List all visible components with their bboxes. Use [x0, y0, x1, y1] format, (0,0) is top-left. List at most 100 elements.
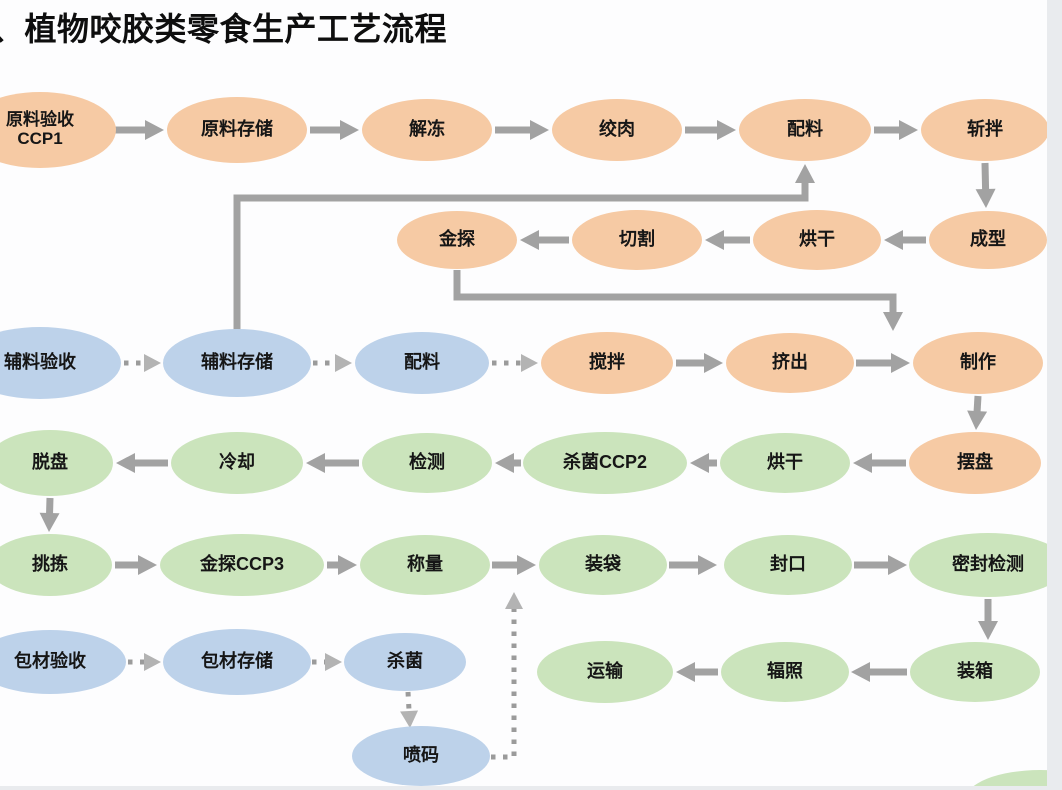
node-baocai-yanshou: 包材验收 — [0, 630, 126, 694]
node-jiedong: 解冻 — [362, 99, 492, 161]
node-label: 辐照 — [767, 661, 803, 682]
node-label: 装箱 — [957, 661, 993, 682]
arrowhead-qiege-to-jintan-1 — [520, 230, 539, 250]
node-honggan-1: 烘干 — [753, 210, 881, 270]
node-tiaojian: 挑拣 — [0, 534, 112, 596]
node-label: 包材存储 — [201, 651, 273, 672]
node-label: 辅料验收 — [4, 352, 76, 373]
edge-zhizuo-to-baipan — [973, 395, 982, 414]
node-zhuangxiang: 装箱 — [910, 642, 1040, 702]
arrowhead-shajun-ccp2-to-jiance — [495, 453, 514, 473]
node-label: 摆盘 — [957, 452, 993, 473]
arrowhead-fengkou-to-mifeng-jiance — [888, 555, 907, 575]
arrowhead-fuliao-cunchu-to-peiliao-1 — [795, 164, 815, 183]
node-label: 解冻 — [409, 119, 445, 140]
arrowhead-jiedong-to-jiaorou — [530, 120, 549, 140]
node-label: 杀菌CCP2 — [562, 452, 647, 473]
arrowhead-peiliao-2-to-jiaoban — [521, 354, 538, 372]
edge-shajun-2-to-penma — [405, 691, 412, 714]
node-zhanban: 斩拌 — [921, 99, 1047, 161]
node-shajun-ccp2: 杀菌CCP2 — [523, 432, 687, 494]
edge-jintan-1-to-zhizuo — [453, 270, 897, 314]
edge-tuopan-to-tiaojian — [46, 497, 54, 516]
arrowhead-fuzhao-to-yunshu — [676, 662, 695, 682]
node-jiaorou: 绞肉 — [552, 99, 682, 161]
node-yunshu: 运输 — [537, 641, 673, 703]
node-zhuangdai: 装袋 — [539, 535, 667, 595]
node-label: 挤出 — [772, 352, 808, 373]
arrowhead-chengxing-to-honggan-1 — [884, 230, 903, 250]
node-baipan: 摆盘 — [909, 432, 1041, 494]
arrowhead-jiaorou-to-peiliao-1 — [717, 120, 736, 140]
node-label: 密封检测 — [952, 554, 1024, 575]
arrowhead-shajun-2-to-penma — [400, 710, 419, 728]
node-jiaoban: 搅拌 — [541, 332, 673, 394]
node-lengque: 冷却 — [171, 432, 303, 494]
node-peiliao-1: 配料 — [739, 99, 871, 161]
arrowhead-peiliao-1-to-zhanban — [899, 120, 918, 140]
node-mifeng-jiance: 密封检测 — [909, 533, 1047, 597]
arrowhead-baocai-cunchu-to-shajun-2 — [325, 653, 342, 671]
node-label: 喷码 — [403, 745, 439, 766]
node-honggan-2: 烘干 — [720, 433, 850, 493]
arrowhead-lengque-to-tuopan — [116, 453, 135, 473]
node-label: 辅料存储 — [201, 352, 273, 373]
node-label: 制作 — [960, 352, 996, 373]
arrowhead-fuliao-yanshou-to-fuliao-cunchu — [144, 354, 161, 372]
arrowhead-yuanliao-cunchu-to-jiedong — [340, 120, 359, 140]
node-label: 脱盘 — [32, 452, 68, 473]
node-chengxing: 成型 — [929, 211, 1047, 269]
arrowhead-jiance-to-lengque — [306, 453, 325, 473]
node-label: 搅拌 — [589, 352, 625, 373]
arrowhead-zhizuo-to-baipan — [967, 410, 988, 430]
node-fengkou: 封口 — [724, 535, 852, 595]
arrowhead-zhanban-to-chengxing — [975, 188, 996, 208]
node-label: 切割 — [619, 229, 655, 250]
node-label: 运输 — [587, 661, 623, 682]
arrowhead-honggan-2-to-shajun-ccp2 — [690, 453, 709, 473]
node-chengliang: 称量 — [360, 535, 490, 595]
node-label: 绞肉 — [599, 119, 635, 140]
node-penma: 喷码 — [352, 726, 490, 786]
node-label: 金探CCP3 — [199, 554, 284, 575]
node-jichu: 挤出 — [726, 333, 854, 393]
node-label: 原料存储 — [201, 119, 273, 140]
arrowhead-baipan-to-honggan-2 — [853, 453, 872, 473]
node-label: 包材验收 — [14, 651, 86, 672]
node-label: 成型 — [970, 229, 1006, 250]
node-label: 冷却 — [219, 452, 255, 473]
node-label: 原料验收 — [6, 110, 74, 130]
node-label: 配料 — [404, 352, 440, 373]
arrowhead-jiaoban-to-jichu — [704, 353, 723, 373]
node-peiliao-2: 配料 — [355, 332, 489, 394]
node-yuanliao-cunchu: 原料存储 — [167, 97, 307, 163]
node-fuzhao: 辐照 — [721, 642, 849, 702]
arrowhead-tiaojian-to-jintan-ccp3 — [138, 555, 157, 575]
node-zhizuo: 制作 — [913, 332, 1043, 394]
arrowhead-fuliao-cunchu-to-peiliao-2 — [335, 354, 352, 372]
arrowhead-zhuangxiang-to-fuzhao — [851, 662, 870, 682]
node-qiege: 切割 — [572, 210, 702, 270]
node-label: 斩拌 — [967, 119, 1003, 140]
node-fuliao-cunchu: 辅料存储 — [163, 329, 311, 397]
node-jintan-1: 金探 — [397, 211, 517, 269]
node-label: 称量 — [407, 554, 443, 575]
arrowhead-penma-to-zhuangdai — [505, 592, 523, 609]
node-tuopan: 脱盘 — [0, 430, 113, 496]
node-sublabel: CCP1 — [17, 129, 63, 148]
arrowhead-baocai-yanshou-to-baocai-cunchu — [144, 653, 161, 671]
node-shajun-2: 杀菌 — [344, 633, 466, 691]
arrowhead-tuopan-to-tiaojian — [39, 512, 60, 532]
node-label: 检测 — [409, 452, 445, 473]
node-label: 烘干 — [799, 229, 835, 250]
arrowhead-jintan-ccp3-to-chengliang — [338, 555, 357, 575]
node-label: 杀菌 — [387, 651, 423, 672]
arrowhead-jintan-1-to-zhizuo — [883, 312, 903, 331]
node-label: 封口 — [770, 554, 806, 575]
arrowhead-chengliang-to-zhuangdai — [517, 555, 536, 575]
node-jintan-ccp3: 金探CCP3 — [160, 534, 324, 596]
arrowhead-mifeng-jiance-to-zhuangxiang — [978, 621, 998, 640]
